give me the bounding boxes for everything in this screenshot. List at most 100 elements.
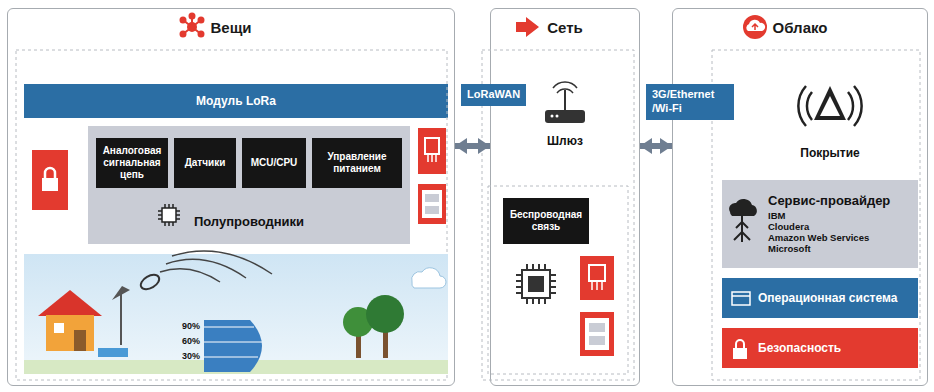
text-group: Облако xyxy=(773,19,828,37)
lock-icon xyxy=(42,178,58,191)
node-title: MCU/CPU xyxy=(251,157,298,169)
panel: Беспроводная связь Сеть xyxy=(490,8,640,386)
level-label: 60% xyxy=(182,336,200,346)
connector-arrow xyxy=(455,143,490,149)
text-group: Вещи xyxy=(210,19,251,37)
text-group: Датчики xyxy=(185,157,226,169)
chip-icon xyxy=(516,264,556,304)
board-icon xyxy=(580,312,614,356)
cloud-icon xyxy=(743,15,767,39)
landscape-illustration xyxy=(138,272,161,292)
things-icon xyxy=(183,27,192,34)
landscape-illustration xyxy=(204,320,262,372)
transmitter-icon xyxy=(580,256,614,300)
lock-icon xyxy=(32,150,68,210)
landscape-illustration xyxy=(46,315,94,351)
transmitter-icon xyxy=(589,265,605,281)
landscape-illustration xyxy=(24,251,448,374)
text-group: Аналоговая сигнальная цепь xyxy=(99,145,165,181)
things-icon xyxy=(191,16,193,27)
cloud-icon xyxy=(752,24,758,30)
dashed-frame xyxy=(712,50,920,380)
things-icon xyxy=(199,32,204,37)
coverage-icon xyxy=(798,86,861,126)
things-icon xyxy=(192,20,201,27)
dashed-frame xyxy=(16,50,447,380)
landscape-illustration xyxy=(383,326,388,358)
os-bar: Операционная система xyxy=(722,278,918,318)
things-icon xyxy=(181,14,204,37)
board-icon xyxy=(589,323,605,332)
provider-icon xyxy=(729,199,757,242)
board-icon xyxy=(418,184,446,224)
things-icon xyxy=(181,32,186,37)
window-icon xyxy=(732,292,750,305)
chip-icon xyxy=(158,204,180,226)
node-title: Датчики xyxy=(185,157,226,169)
things-icon xyxy=(192,27,201,34)
text-group: MCU/CPU xyxy=(251,157,298,169)
node-title: Безопасность xyxy=(758,341,841,355)
things-icon xyxy=(188,23,196,31)
component-box: Беспроводная связь xyxy=(503,198,589,244)
node-title: Облако xyxy=(773,19,828,37)
board-icon xyxy=(585,318,609,350)
dashed-frame xyxy=(482,50,634,380)
transmitter-icon xyxy=(418,128,446,174)
semiconductor-panel: Аналоговая сигнальная цепь Датчики MCU/CPU… xyxy=(88,126,410,244)
chip-icon xyxy=(522,270,550,298)
text-group: Сервис-провайдерIBMClouderaAmazon Web Se… xyxy=(768,193,890,255)
landscape-illustration xyxy=(24,360,448,374)
connector-arrow xyxy=(640,143,672,149)
node-title: Сеть xyxy=(547,19,583,37)
coverage-icon xyxy=(814,86,846,120)
node-title: Модуль LoRa xyxy=(196,94,276,108)
node-title: Вещи xyxy=(210,19,251,37)
panel: Сервис-провайдерIBMClouderaAmazon Web Se… xyxy=(672,8,928,386)
landscape-illustration xyxy=(343,307,373,337)
things-icon xyxy=(199,18,204,23)
dashed-frame xyxy=(488,186,628,374)
landscape-illustration xyxy=(160,251,272,282)
landscape-illustration xyxy=(38,290,102,316)
window-icon xyxy=(732,295,750,297)
module-bar: Модуль LoRa xyxy=(24,84,448,118)
provider-icon xyxy=(734,216,750,242)
things-icon xyxy=(181,18,186,23)
node-title: Полупроводники xyxy=(194,214,304,230)
router-icon xyxy=(564,90,566,110)
security-bar: Безопасность xyxy=(722,328,918,368)
window-icon xyxy=(732,292,750,305)
router-icon xyxy=(553,82,577,93)
lock-icon xyxy=(733,340,747,359)
text-group: Управление питанием xyxy=(315,151,399,175)
component-box: Датчики xyxy=(174,138,236,188)
landscape-illustration xyxy=(412,268,446,288)
level-label: 30% xyxy=(182,351,200,361)
landscape-illustration xyxy=(98,348,128,357)
node-text: Amazon Web Services xyxy=(768,233,890,244)
board-icon xyxy=(425,194,439,202)
lock-icon xyxy=(45,168,55,178)
landscape-illustration xyxy=(356,330,361,358)
landscape-illustration xyxy=(54,323,64,333)
things-icon xyxy=(183,20,192,27)
lock-icon xyxy=(733,348,747,359)
text-group: Операционная система xyxy=(758,291,897,305)
dashed-frame xyxy=(16,50,920,380)
cloud-icon xyxy=(743,15,767,39)
component-box: MCU/CPU xyxy=(242,138,306,188)
router-icon xyxy=(551,115,554,118)
lock-icon xyxy=(32,150,68,210)
protocol-label: LoRaWAN xyxy=(461,84,526,106)
landscape-illustration xyxy=(112,286,130,300)
node-title: Операционная система xyxy=(758,291,897,305)
landscape-illustration xyxy=(204,327,262,357)
text-group: Модуль LoRa xyxy=(196,94,276,108)
icon-caption: Покрытие xyxy=(800,146,859,160)
transmitter-icon xyxy=(580,256,614,300)
icon-caption: Шлюз xyxy=(547,134,583,148)
router-icon xyxy=(545,82,585,123)
node-text: IBM xyxy=(768,211,890,222)
